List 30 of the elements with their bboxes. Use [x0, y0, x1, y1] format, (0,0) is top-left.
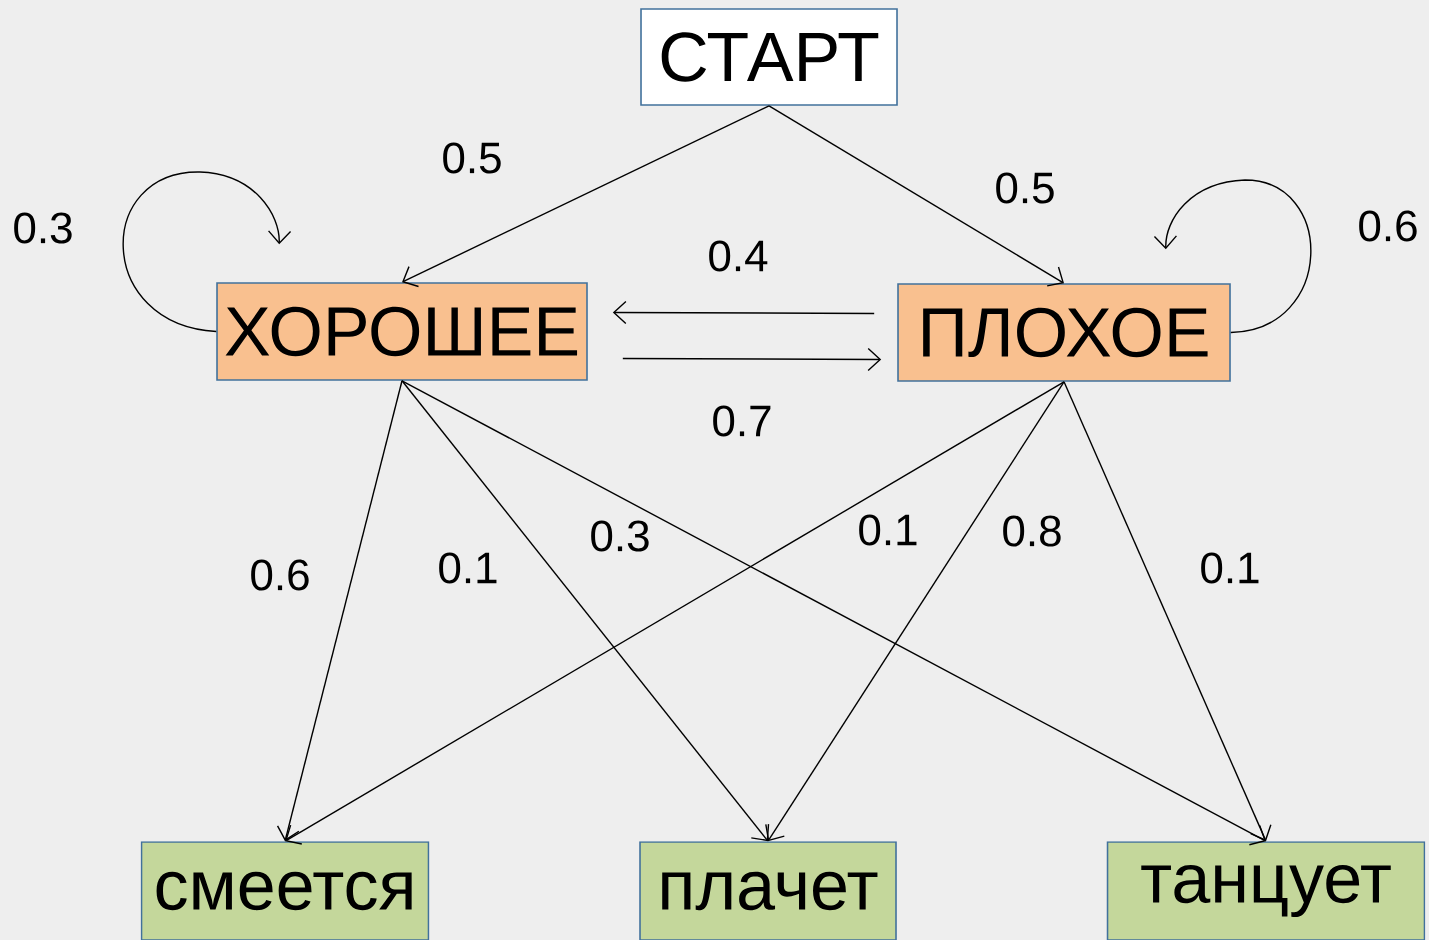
edge-label: 0.6 [247, 557, 313, 593]
state-box: ХОРОШЕЕ [216, 282, 588, 381]
edge-label: 0.3 [587, 518, 653, 554]
edge-label: 0.8 [999, 513, 1065, 549]
arrow [401, 380, 1266, 846]
arrow [1063, 381, 1272, 842]
arrow [401, 380, 770, 842]
edge-label: 0.6 [1355, 208, 1421, 244]
edge-label: 0.1 [855, 512, 921, 548]
start-box: СТАРТ [640, 8, 898, 106]
edge-label: 0.7 [709, 403, 775, 439]
arrow [1153, 179, 1312, 334]
arrow [122, 171, 292, 333]
observation-box: плачет [639, 841, 897, 940]
arrow [276, 380, 403, 842]
edge-label: 0.3 [10, 210, 76, 246]
arrow [285, 381, 1065, 845]
arrow [765, 381, 1065, 842]
edge-label: 0.1 [435, 550, 501, 586]
arrow [612, 300, 875, 325]
edge-label: 0.5 [439, 140, 505, 176]
edge-label: 0.5 [992, 170, 1058, 206]
arrow [768, 105, 1064, 287]
edge-label: 0.1 [1197, 550, 1263, 586]
edge-label: 0.4 [705, 238, 771, 274]
arrow [622, 347, 882, 372]
observation-box: танцует [1106, 841, 1426, 940]
state-box: ПЛОХОЕ [897, 283, 1231, 382]
observation-box: смеется [140, 841, 430, 940]
arrow [402, 105, 770, 288]
